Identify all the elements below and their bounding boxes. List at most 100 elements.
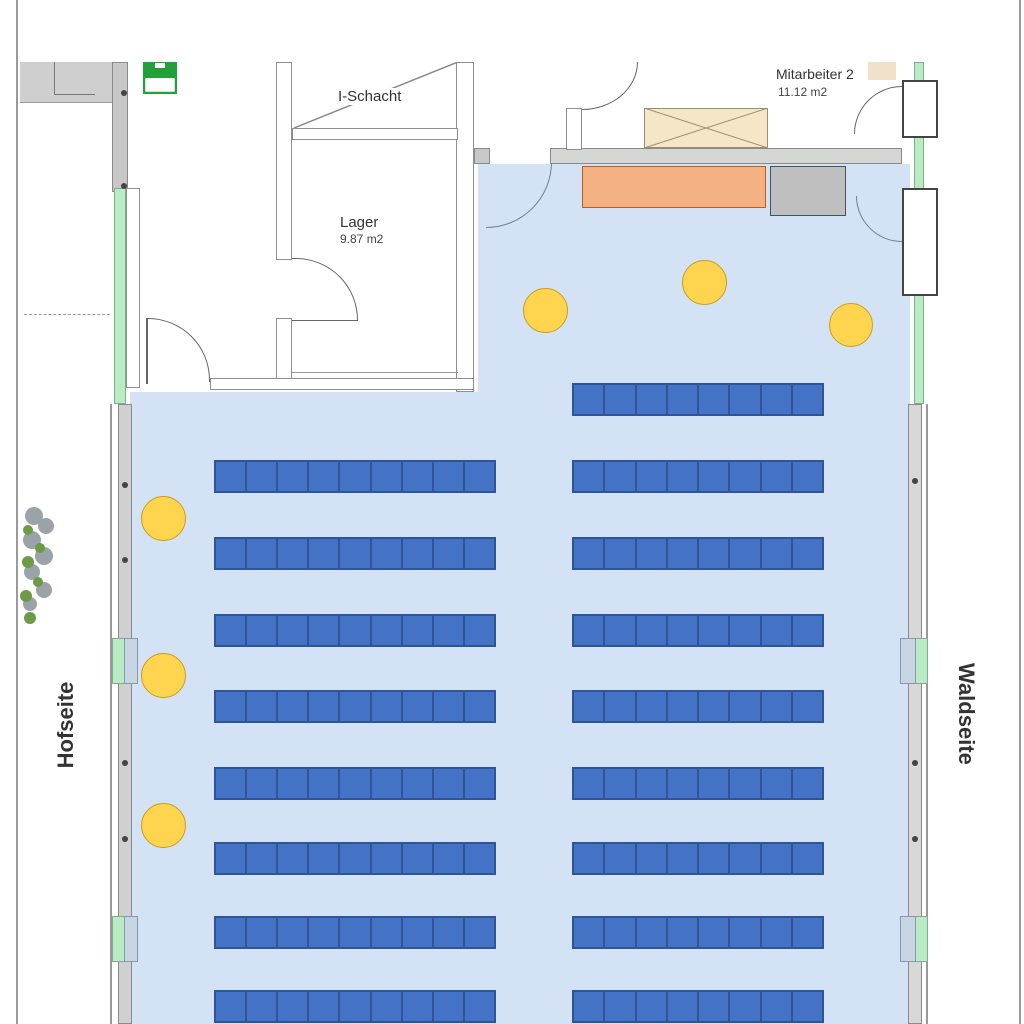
right-block-row xyxy=(572,916,824,949)
emergency-exit-icon xyxy=(142,61,178,95)
chair xyxy=(699,844,731,873)
wall-post xyxy=(122,836,128,842)
door-mitarbeiter-right[interactable] xyxy=(854,86,902,134)
wall-post xyxy=(122,482,128,488)
tree-icon xyxy=(20,500,60,636)
chair xyxy=(605,462,637,491)
chair xyxy=(434,539,465,568)
lamp xyxy=(141,496,186,541)
chair xyxy=(793,462,822,491)
window-right-mid-frame xyxy=(900,638,916,684)
chair xyxy=(247,918,279,947)
chair xyxy=(574,692,606,721)
left-block-row xyxy=(214,767,496,800)
window-left-mid-frame xyxy=(124,638,138,684)
window-left-low-frame xyxy=(124,916,138,962)
right-block-row xyxy=(572,990,824,1023)
chair xyxy=(637,692,668,721)
chair xyxy=(574,616,606,645)
chair xyxy=(278,539,310,568)
door-lager[interactable] xyxy=(292,258,358,320)
wall-lager-inner-bottom xyxy=(292,372,458,373)
chair xyxy=(668,769,699,798)
chair xyxy=(730,385,762,414)
chair xyxy=(793,769,822,798)
chair xyxy=(340,462,372,491)
wall-mitarbeiter-bottom xyxy=(550,148,902,164)
chair xyxy=(793,992,822,1021)
chair xyxy=(309,539,341,568)
chair xyxy=(574,462,606,491)
cabinet xyxy=(770,166,846,216)
wall-post xyxy=(912,478,918,484)
crate-storage xyxy=(643,107,769,149)
chair xyxy=(403,539,434,568)
window-left-top xyxy=(114,188,126,404)
chair xyxy=(465,992,494,1021)
chair xyxy=(605,385,637,414)
chair xyxy=(216,692,248,721)
chair xyxy=(730,844,762,873)
chair xyxy=(465,539,494,568)
chair xyxy=(216,844,248,873)
chair xyxy=(309,616,341,645)
chair xyxy=(699,616,731,645)
door-entry[interactable] xyxy=(148,318,210,382)
chair xyxy=(372,462,403,491)
chair xyxy=(278,462,310,491)
chair xyxy=(605,769,637,798)
wall-post xyxy=(122,557,128,563)
chair xyxy=(309,992,341,1021)
chair xyxy=(465,769,494,798)
chair xyxy=(605,616,637,645)
wall-schacht-divider xyxy=(292,128,458,140)
chair xyxy=(605,539,637,568)
wall-post xyxy=(912,760,918,766)
chair xyxy=(247,616,279,645)
door-mitarbeiter[interactable] xyxy=(582,62,638,110)
chair xyxy=(372,992,403,1021)
wall-lager-bottom xyxy=(210,378,474,390)
chair xyxy=(278,844,310,873)
chair xyxy=(434,616,465,645)
lamp xyxy=(141,653,186,698)
chair xyxy=(699,462,731,491)
chair xyxy=(699,992,731,1021)
chair xyxy=(340,918,372,947)
right-block-row xyxy=(572,690,824,723)
chair xyxy=(372,539,403,568)
chair xyxy=(637,992,668,1021)
wall-right-outer xyxy=(926,404,928,1024)
chair xyxy=(605,844,637,873)
side-label-waldseite: Waldseite xyxy=(954,663,979,765)
left-block-row xyxy=(214,916,496,949)
chair xyxy=(730,539,762,568)
chair xyxy=(278,769,310,798)
chair xyxy=(340,844,372,873)
chair xyxy=(465,616,494,645)
chair xyxy=(762,769,793,798)
wall-mitarbeiter-stub xyxy=(566,108,582,150)
chair xyxy=(247,992,279,1021)
side-label-hofseite: Hofseite xyxy=(53,681,78,769)
chair xyxy=(699,769,731,798)
chair xyxy=(762,616,793,645)
chair xyxy=(216,539,248,568)
chair xyxy=(699,385,731,414)
chair xyxy=(309,844,341,873)
chair xyxy=(793,844,822,873)
right-block-row xyxy=(572,460,824,493)
chair xyxy=(637,385,668,414)
wall-lager-left xyxy=(276,62,292,260)
left-block-row xyxy=(214,614,496,647)
chair xyxy=(372,844,403,873)
chair xyxy=(793,385,822,414)
chair xyxy=(668,616,699,645)
right-block-row xyxy=(572,383,824,416)
chair xyxy=(216,769,248,798)
chair xyxy=(699,918,731,947)
chair xyxy=(637,844,668,873)
chair xyxy=(574,769,606,798)
door-arc-neighbor xyxy=(54,62,95,95)
chair xyxy=(762,385,793,414)
